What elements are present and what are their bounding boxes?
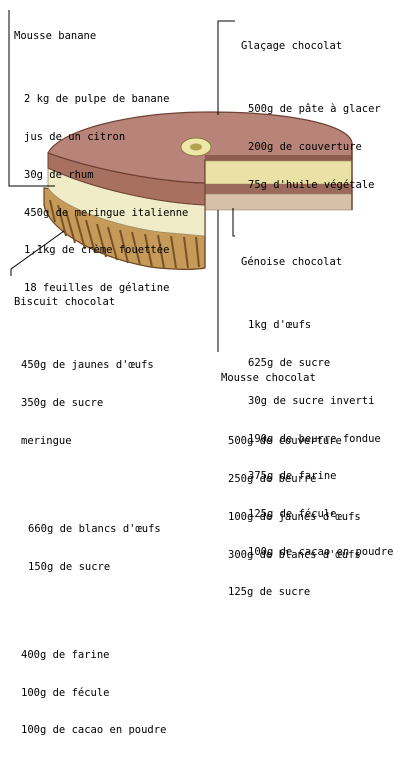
ingredient-group-meringue: meringue	[21, 434, 72, 447]
ingredient: 1,1kg de crème fouettée	[24, 244, 170, 257]
ingredient: 300g de blancs d'œufs	[228, 548, 361, 561]
cut-chocolate-mousse	[205, 184, 352, 194]
ingredient: 100g de jaunes d'œufs	[228, 510, 361, 523]
callout-mousse-banane	[8, 10, 55, 187]
glacage-ingredients: 500g de pâte à glacer 200g de couverture…	[241, 78, 381, 217]
callout-lines	[8, 10, 235, 352]
ingredient: 100g de fécule	[21, 686, 110, 699]
biscuit-chocolat-label: Biscuit chocolat 450g de jaunes d'œufs 3…	[14, 271, 166, 775]
meringue-sublist-item: 660g de blancs d'œufs 150g de sucre	[14, 473, 166, 624]
mousse-chocolat-ingredients: 500g de couverture 250g de beurre 100g d…	[221, 410, 361, 624]
mousse-banane-ingredients: 2 kg de pulpe de banane jus de un citron…	[14, 68, 188, 320]
cut-glaze	[205, 155, 352, 161]
mousse-banane-title: Mousse banane	[14, 30, 97, 43]
ingredient: 150g de sucre	[28, 560, 111, 573]
biscuit-ridges	[49, 199, 200, 269]
ingredient: 125g de sucre	[228, 586, 311, 599]
genoise-title: Génoise chocolat	[241, 256, 343, 269]
ingredient: 400g de farine	[21, 648, 110, 661]
ingredient: 30g de sucre inverti	[248, 394, 375, 407]
ingredient: 450g de meringue italienne	[24, 206, 189, 219]
ingredient: 1kg d'œufs	[248, 319, 312, 332]
glacage-chocolat-label: Glaçage chocolat 500g de pâte à glacer 2…	[241, 15, 381, 229]
banana-slice-center	[190, 143, 202, 151]
biscuit-title: Biscuit chocolat	[14, 296, 116, 309]
callout-genoise	[232, 208, 235, 237]
ingredient: 18 feuilles de gélatine	[24, 282, 170, 295]
ingredient: 450g de jaunes d'œufs	[21, 359, 154, 372]
meringue-ingredients: 660g de blancs d'œufs 150g de sucre	[14, 498, 166, 599]
biscuit-ingredients: 450g de jaunes d'œufs 350g de sucre meri…	[14, 334, 166, 762]
callout-biscuit	[10, 230, 65, 276]
ingredient: 100g de cacao en poudre	[21, 724, 167, 737]
ingredient: 625g de sucre	[248, 356, 331, 369]
ingredient: 75g d'huile végétale	[248, 178, 375, 191]
ingredient: 30g de rhum	[24, 168, 94, 181]
ingredient: 350g de sucre	[21, 396, 104, 409]
ingredient: 200g de couverture	[248, 140, 362, 153]
cake-illustration	[8, 10, 353, 352]
glacage-title: Glaçage chocolat	[241, 40, 343, 53]
ingredient: 2 kg de pulpe de banane	[24, 93, 170, 106]
ingredient: 250g de beurre	[228, 472, 317, 485]
mousse-chocolat-title: Mousse chocolat	[221, 372, 316, 385]
ingredient: 660g de blancs d'œufs	[28, 522, 161, 535]
ingredient: 500g de couverture	[228, 435, 342, 448]
mousse-chocolat-label: Mousse chocolat 500g de couverture 250g …	[221, 347, 361, 637]
ingredient: jus de un citron	[24, 130, 126, 143]
mousse-banane-label: Mousse banane 2 kg de pulpe de banane ju…	[14, 5, 188, 332]
callout-glacage	[217, 20, 235, 115]
ingredient: 500g de pâte à glacer	[248, 103, 381, 116]
